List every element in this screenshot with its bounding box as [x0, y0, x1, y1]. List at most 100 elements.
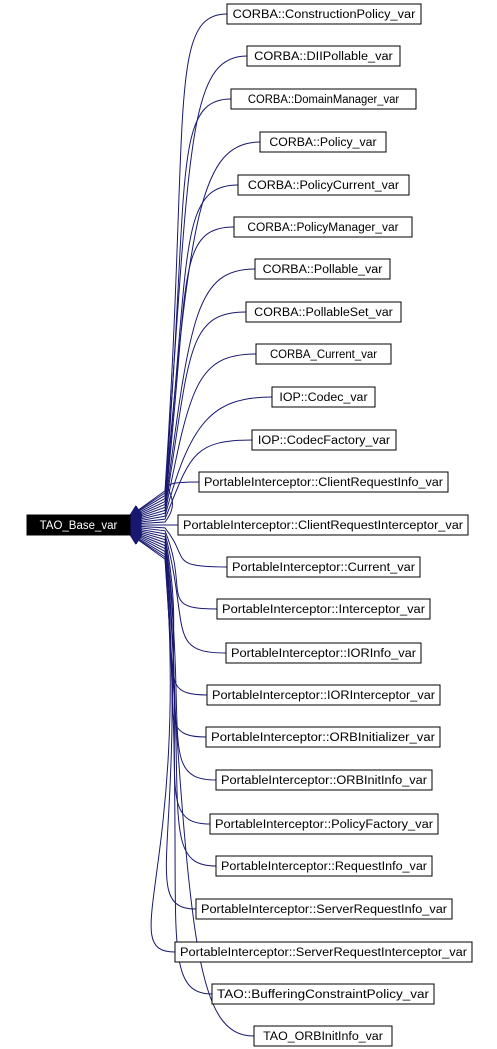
class-node[interactable]: CORBA_Current_var	[255, 343, 392, 365]
inheritance-edge	[130, 226, 235, 519]
class-node-box	[177, 514, 469, 536]
class-node-label: CORBA_Current_var	[270, 349, 377, 361]
class-node[interactable]: PortableInterceptor::RequestInfo_var	[215, 855, 433, 877]
class-node[interactable]: PortableInterceptor::Current_var	[226, 556, 421, 578]
class-node-label: PortableInterceptor::ServerRequestInfo_v…	[201, 904, 447, 916]
root-node[interactable]: TAO_Base_var	[26, 514, 131, 536]
class-node-box	[233, 216, 413, 238]
class-node[interactable]: CORBA::DomainManager_var	[230, 88, 417, 110]
class-node-box	[259, 131, 387, 153]
class-node[interactable]: CORBA::PolicyCurrent_var	[237, 174, 410, 196]
class-node-box	[216, 598, 431, 620]
inheritance-edge	[130, 528, 227, 654]
class-node[interactable]: CORBA::Pollable_var	[254, 258, 391, 280]
class-node-label: IOP::CodecFactory_var	[258, 435, 390, 447]
class-node-label: CORBA::PolicyCurrent_var	[248, 180, 399, 192]
class-node-box	[205, 726, 441, 748]
class-node-box	[174, 941, 473, 963]
inheritance-edge	[130, 526, 228, 568]
class-node-label: PortableInterceptor::ClientRequestInterc…	[183, 520, 463, 532]
inheritance-edge	[130, 311, 247, 521]
class-node-box	[198, 471, 449, 493]
class-node-box	[211, 983, 435, 1005]
class-node-label: PortableInterceptor::ORBInitializer_var	[211, 732, 435, 744]
class-node[interactable]: PortableInterceptor::ORBInitializer_var	[205, 726, 441, 748]
class-node-box	[245, 301, 402, 323]
class-node-label: PortableInterceptor::Current_var	[232, 562, 415, 574]
inheritance-edge	[130, 396, 273, 522]
class-node-box	[271, 386, 376, 408]
class-node-box	[254, 258, 391, 280]
class-node-box	[251, 429, 397, 451]
class-node-box	[253, 1025, 393, 1047]
inheritance-edge	[130, 534, 255, 1037]
class-node-label: CORBA::ConstructionPolicy_var	[233, 9, 416, 21]
inheritance-edge	[130, 439, 253, 523]
class-node-label: PortableInterceptor::IORInfo_var	[231, 648, 416, 660]
class-node-label: CORBA::Pollable_var	[263, 264, 383, 276]
class-node-box	[209, 813, 439, 835]
inheritance-edge	[130, 98, 232, 516]
class-node[interactable]: PortableInterceptor::IORInterceptor_var	[206, 684, 441, 706]
class-node[interactable]: PortableInterceptor::Interceptor_var	[216, 598, 431, 620]
class-node-box	[215, 855, 433, 877]
class-node[interactable]: PortableInterceptor::PolicyFactory_var	[209, 813, 439, 835]
edges-layer	[130, 13, 273, 1037]
root-node-label: TAO_Base_var	[40, 520, 118, 532]
class-node[interactable]: PortableInterceptor::ServerRequestInfo_v…	[195, 898, 453, 920]
class-node-label: PortableInterceptor::RequestInfo_var	[221, 861, 427, 873]
inheritance-edge	[130, 527, 218, 610]
inheritance-edge	[130, 534, 213, 995]
inheritance-edge	[130, 532, 217, 867]
class-node-box	[237, 174, 410, 196]
class-node-label: PortableInterceptor::ClientRequestInfo_v…	[204, 477, 443, 489]
inheritance-edge	[130, 13, 228, 516]
root-node-box	[26, 514, 131, 536]
class-node[interactable]: CORBA::PollableSet_var	[245, 301, 402, 323]
inheritance-edge	[130, 533, 197, 910]
class-node-box	[215, 769, 433, 791]
class-node[interactable]: CORBA::DIIPollable_var	[246, 45, 401, 67]
class-node[interactable]: CORBA::PolicyManager_var	[233, 216, 413, 238]
inheritance-edge	[130, 481, 200, 524]
class-node[interactable]: TAO::BufferingConstraintPolicy_var	[211, 983, 435, 1005]
class-node-label: IOP::Codec_var	[279, 392, 367, 404]
class-node[interactable]: IOP::CodecFactory_var	[251, 429, 397, 451]
inheritance-edge	[130, 534, 176, 953]
class-node[interactable]: PortableInterceptor::ServerRequestInterc…	[174, 941, 473, 963]
inheritance-edge	[130, 184, 239, 518]
inheritance-edge	[130, 530, 217, 781]
class-node-label: CORBA::PollableSet_var	[254, 307, 393, 319]
class-node[interactable]: CORBA::ConstructionPolicy_var	[226, 3, 422, 25]
class-node-label: TAO_ORBInitInfo_var	[263, 1031, 383, 1043]
inheritance-edge	[130, 353, 257, 522]
class-node-label: CORBA::PolicyManager_var	[247, 222, 398, 234]
class-node-label: PortableInterceptor::IORInterceptor_var	[212, 690, 435, 702]
class-node-box	[225, 642, 422, 664]
class-node-box	[226, 3, 422, 25]
class-node[interactable]: PortableInterceptor::ORBInitInfo_var	[215, 769, 433, 791]
class-node-box	[255, 343, 392, 365]
class-node[interactable]: PortableInterceptor::ClientRequestInterc…	[177, 514, 469, 536]
class-node-box	[230, 88, 417, 110]
class-node-box	[195, 898, 453, 920]
class-node-box	[206, 684, 441, 706]
class-node-label: CORBA::Policy_var	[269, 137, 376, 149]
class-node[interactable]: IOP::Codec_var	[271, 386, 376, 408]
class-node-box	[246, 45, 401, 67]
class-node-box	[226, 556, 421, 578]
inheritance-edge	[130, 141, 261, 517]
class-node[interactable]: PortableInterceptor::IORInfo_var	[225, 642, 422, 664]
inheritance-edge	[130, 268, 256, 520]
nodes-layer: CORBA::ConstructionPolicy_varCORBA::DIIP…	[174, 3, 473, 1047]
class-node-label: CORBA::DomainManager_var	[248, 94, 399, 106]
class-node[interactable]: CORBA::Policy_var	[259, 131, 387, 153]
class-node-label: PortableInterceptor::Interceptor_var	[222, 604, 425, 616]
class-node[interactable]: PortableInterceptor::ClientRequestInfo_v…	[198, 471, 449, 493]
inheritance-edge	[130, 529, 207, 738]
class-node-label: CORBA::DIIPollable_var	[254, 51, 393, 63]
class-node-label: PortableInterceptor::ORBInitInfo_var	[221, 775, 427, 787]
class-node[interactable]: TAO_ORBInitInfo_var	[253, 1025, 393, 1047]
class-node-label: PortableInterceptor::PolicyFactory_var	[215, 819, 433, 831]
